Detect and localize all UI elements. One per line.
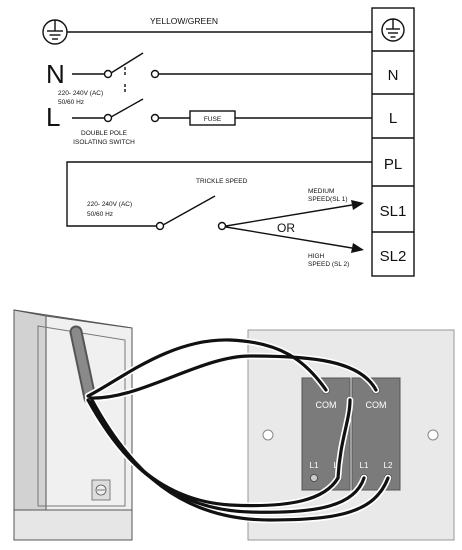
live-switch — [72, 98, 372, 126]
plate-screw-hole-right — [427, 429, 439, 441]
switch-label-line1: DOUBLE POLE — [81, 130, 128, 137]
right-com-label: COM — [366, 400, 387, 410]
terminal-earth-icon — [381, 18, 405, 42]
pl-circuit — [66, 161, 372, 253]
left-com-label: COM — [316, 400, 337, 410]
connection-wires — [84, 336, 392, 524]
trickle-label: TRICKLE SPEED — [196, 178, 248, 185]
earth-label: YELLOW/GREEN — [150, 16, 218, 26]
terminal-n: N — [388, 67, 399, 84]
terminal-sl1: SL1 — [380, 203, 407, 220]
supply-bottom-voltage: 220- 240V (AC) — [87, 201, 132, 208]
right-l2-label: L2 — [384, 461, 393, 470]
high-label-line1: HIGH — [308, 253, 325, 260]
supply-top-freq: 50/60 Hz — [58, 99, 84, 106]
neutral-symbol: N — [46, 59, 65, 89]
terminal-pl: PL — [384, 156, 402, 173]
switch-module-right — [351, 377, 401, 491]
earth-icon — [42, 19, 68, 45]
fuse-label: FUSE — [204, 116, 222, 123]
terminal-block — [371, 7, 415, 277]
neutral-switch — [72, 52, 372, 92]
medium-label-line2: SPEED(SL 1) — [308, 196, 348, 203]
switch-label-line2: ISOLATING SWITCH — [73, 139, 135, 146]
right-l1-label: L1 — [360, 461, 369, 470]
plate-screw-hole-left — [262, 429, 274, 441]
terminal-l: L — [389, 110, 397, 127]
supply-bottom-freq: 50/60 Hz — [87, 211, 113, 218]
supply-top-voltage: 220- 240V (AC) — [58, 90, 103, 97]
high-label-line2: SPEED (SL 2) — [308, 261, 349, 268]
live-symbol: L — [46, 102, 60, 132]
left-l1-label: L1 — [310, 461, 319, 470]
medium-label-line1: MEDIUM — [308, 188, 334, 195]
back-box — [13, 309, 133, 541]
or-label: OR — [277, 221, 295, 235]
terminal-sl2: SL2 — [380, 248, 407, 265]
